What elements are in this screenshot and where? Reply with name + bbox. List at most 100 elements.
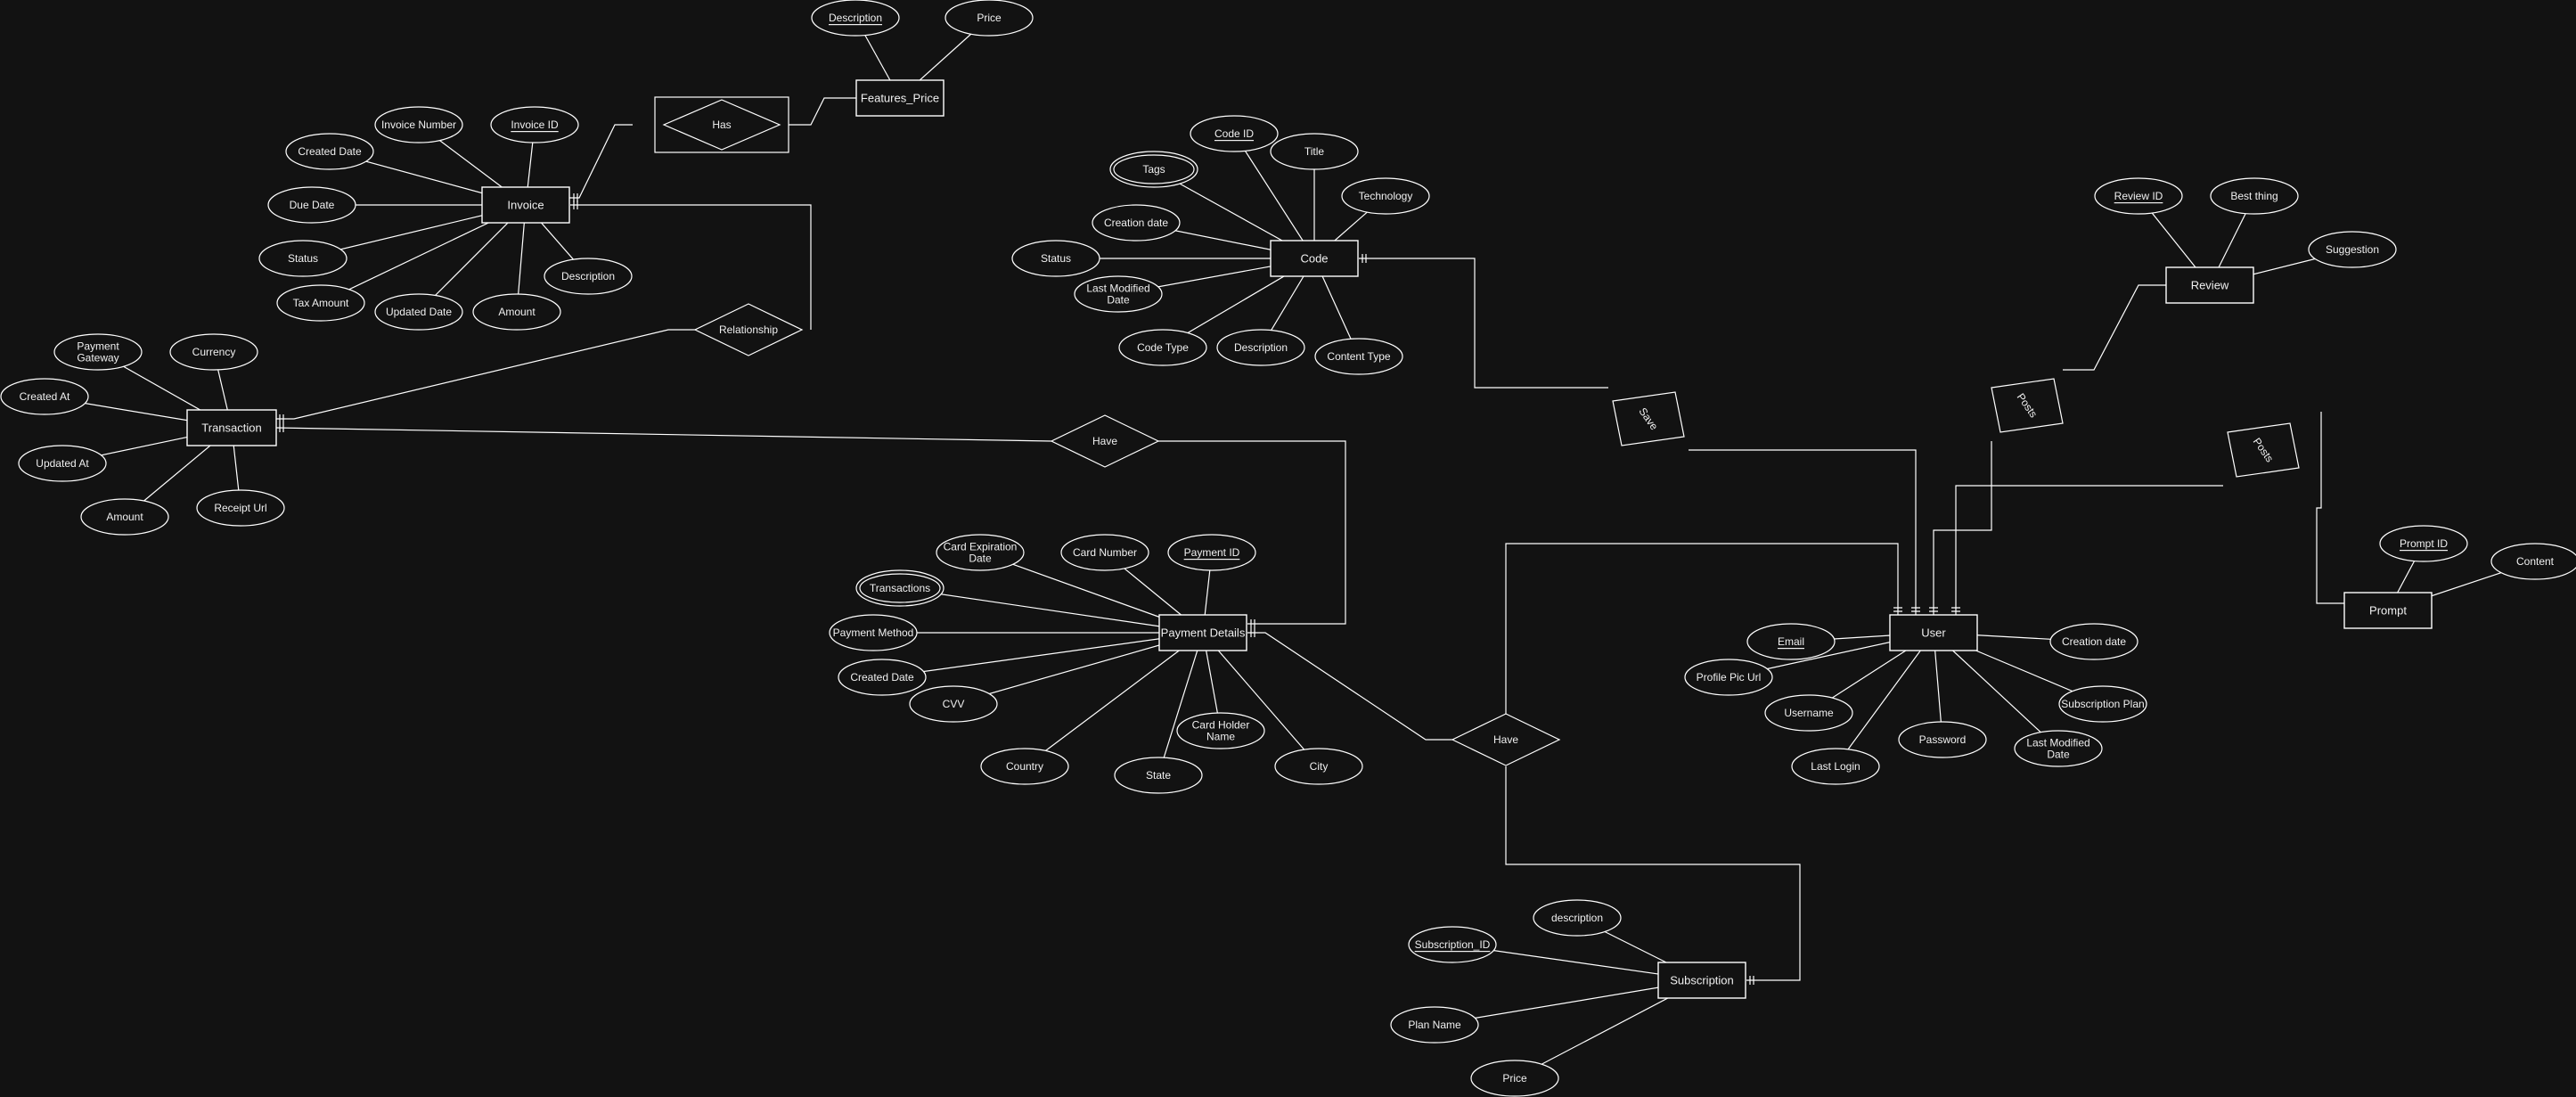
entity-features-price[interactable]: Features_Price [855,79,945,117]
attribute-inv-created-date[interactable]: Created Date [285,133,374,170]
attribute-sub-description[interactable]: description [1533,899,1622,937]
entity-box [1657,962,1746,999]
attribute-user-email[interactable]: Email [1746,623,1836,660]
attribute-pd-payment-method[interactable]: Payment Method [829,614,918,651]
attribute-prompt-id[interactable]: Prompt ID [2379,525,2468,562]
attribute-ellipse [945,0,1034,37]
attribute-code-id[interactable]: Code ID [1190,115,1279,152]
entity-transaction[interactable]: Transaction [186,409,277,446]
attribute-inv-amount[interactable]: Amount [472,293,561,331]
attribute-label: Transactions [870,582,930,594]
cardinality-mark [1250,619,1255,628]
attribute-pd-card-number[interactable]: Card Number [1060,534,1149,571]
attribute-code-creation-date[interactable]: Creation date [1092,204,1181,242]
cardinality-mark [1951,607,1960,612]
attribute-fp-description[interactable]: Description [811,0,900,37]
relationship-label: Have [1092,435,1117,447]
attribute-inv-invoice-id[interactable]: Invoice ID [490,106,579,143]
cardinality-mark [1929,607,1938,612]
attr-connector-sub-plan-name [1434,979,1703,1026]
attribute-tx-created-at[interactable]: Created At [0,378,89,415]
attribute-review-id[interactable]: Review ID [2094,177,2183,215]
attribute-pd-state[interactable]: State [1114,757,1203,794]
attribute-pd-country[interactable]: Country [980,748,1069,785]
attribute-code-description[interactable]: Description [1216,329,1305,366]
attribute-inv-due-date[interactable]: Due Date [267,186,356,224]
attribute-pd-payment-id[interactable]: Payment ID [1167,534,1256,571]
attribute-review-suggestion[interactable]: Suggestion [2308,231,2397,268]
attribute-inv-status[interactable]: Status [258,240,348,277]
attribute-user-last-login[interactable]: Last Login [1791,748,1880,785]
relationship-posts-prompt[interactable]: Posts [2227,422,2300,478]
attribute-label: Status [1041,252,1071,265]
entity-review[interactable]: Review [2165,266,2254,304]
attribute-sub-price[interactable]: Price [1470,1060,1559,1097]
attribute-ellipse [1118,329,1207,366]
attr-connector-pd-transactions [899,587,1204,634]
relationship-posts-review[interactable]: Posts [1991,378,2064,433]
attribute-code-technology[interactable]: Technology [1341,177,1430,215]
attribute-inv-description[interactable]: Description [544,258,633,295]
attribute-label: Payment ID [1184,546,1240,559]
attribute-tx-receipt-url[interactable]: Receipt Url [196,489,285,527]
attribute-tx-currency[interactable]: Currency [169,333,258,371]
attribute-tx-amount[interactable]: Amount [80,498,169,536]
relationship-have-transaction[interactable]: Have [1050,414,1160,468]
relationship-has[interactable]: Has [654,96,789,153]
attribute-code-title[interactable]: Title [1270,133,1359,170]
attribute-fp-price[interactable]: Price [945,0,1034,37]
attribute-sub-id[interactable]: Subscription_ID [1408,926,1497,963]
attribute-user-creation-date[interactable]: Creation date [2049,623,2138,660]
attribute-label: Creation date [1104,217,1168,229]
relationship-diamond [1991,378,2064,433]
attribute-ellipse [267,186,356,224]
attribute-code-content-type[interactable]: Content Type [1314,338,1403,375]
attribute-pd-city[interactable]: City [1274,748,1363,785]
attribute-label: Best thing [2230,190,2278,202]
attribute-prompt-content[interactable]: Content [2490,543,2576,580]
relationship-save[interactable]: Save [1612,391,1685,446]
relationship-diamond [2227,422,2300,478]
attribute-user-password[interactable]: Password [1898,721,1987,758]
attribute-label: Card Number [1073,546,1137,559]
attribute-code-type[interactable]: Code Type [1118,329,1207,366]
attribute-inv-invoice-number[interactable]: Invoice Number [374,106,463,143]
attribute-review-best-thing[interactable]: Best thing [2210,177,2299,215]
entity-subscription[interactable]: Subscription [1657,962,1746,999]
attribute-user-subscription-plan[interactable]: Subscription Plan [2058,685,2147,723]
entity-box [2343,592,2433,629]
attribute-inv-updated-date[interactable]: Updated Date [374,293,463,331]
entity-user[interactable]: User [1889,614,1978,651]
attribute-sub-plan-name[interactable]: Plan Name [1390,1006,1479,1044]
entity-prompt[interactable]: Prompt [2343,592,2433,629]
attribute-pd-transactions[interactable]: Transactions [855,569,945,607]
attribute-ellipse [1746,623,1836,660]
attribute-tx-updated-at[interactable]: Updated At [18,445,107,482]
relationship-label: Have [1493,733,1518,746]
attribute-ellipse [2379,525,2468,562]
entity-code[interactable]: Code [1270,240,1359,277]
entity-box [855,79,945,117]
attribute-pd-cvv[interactable]: CVV [909,685,998,723]
attribute-ellipse [1274,748,1363,785]
relationship-diamond [662,99,781,151]
attribute-code-tags[interactable]: Tags [1109,151,1198,188]
entity-invoice[interactable]: Invoice [481,186,570,224]
attribute-inv-tax-amount[interactable]: Tax Amount [276,284,365,322]
attribute-code-status[interactable]: Status [1011,240,1100,277]
attribute-label: Prompt ID [2400,537,2448,550]
attribute-pd-created-date[interactable]: Created Date [838,659,927,696]
attr-connector-pd-created-date [881,632,1204,678]
entity-payment-details[interactable]: Payment Details [1158,614,1247,651]
attribute-label: Subscription Plan [2061,698,2144,710]
relationship-relationship[interactable]: Relationship [693,303,804,356]
attribute-user-username[interactable]: Username [1764,694,1853,732]
relationship-have-subscription[interactable]: Have [1451,713,1561,766]
attribute-ellipse [285,133,374,170]
attribute-user-profile-pic[interactable]: Profile Pic Url [1684,659,1773,696]
